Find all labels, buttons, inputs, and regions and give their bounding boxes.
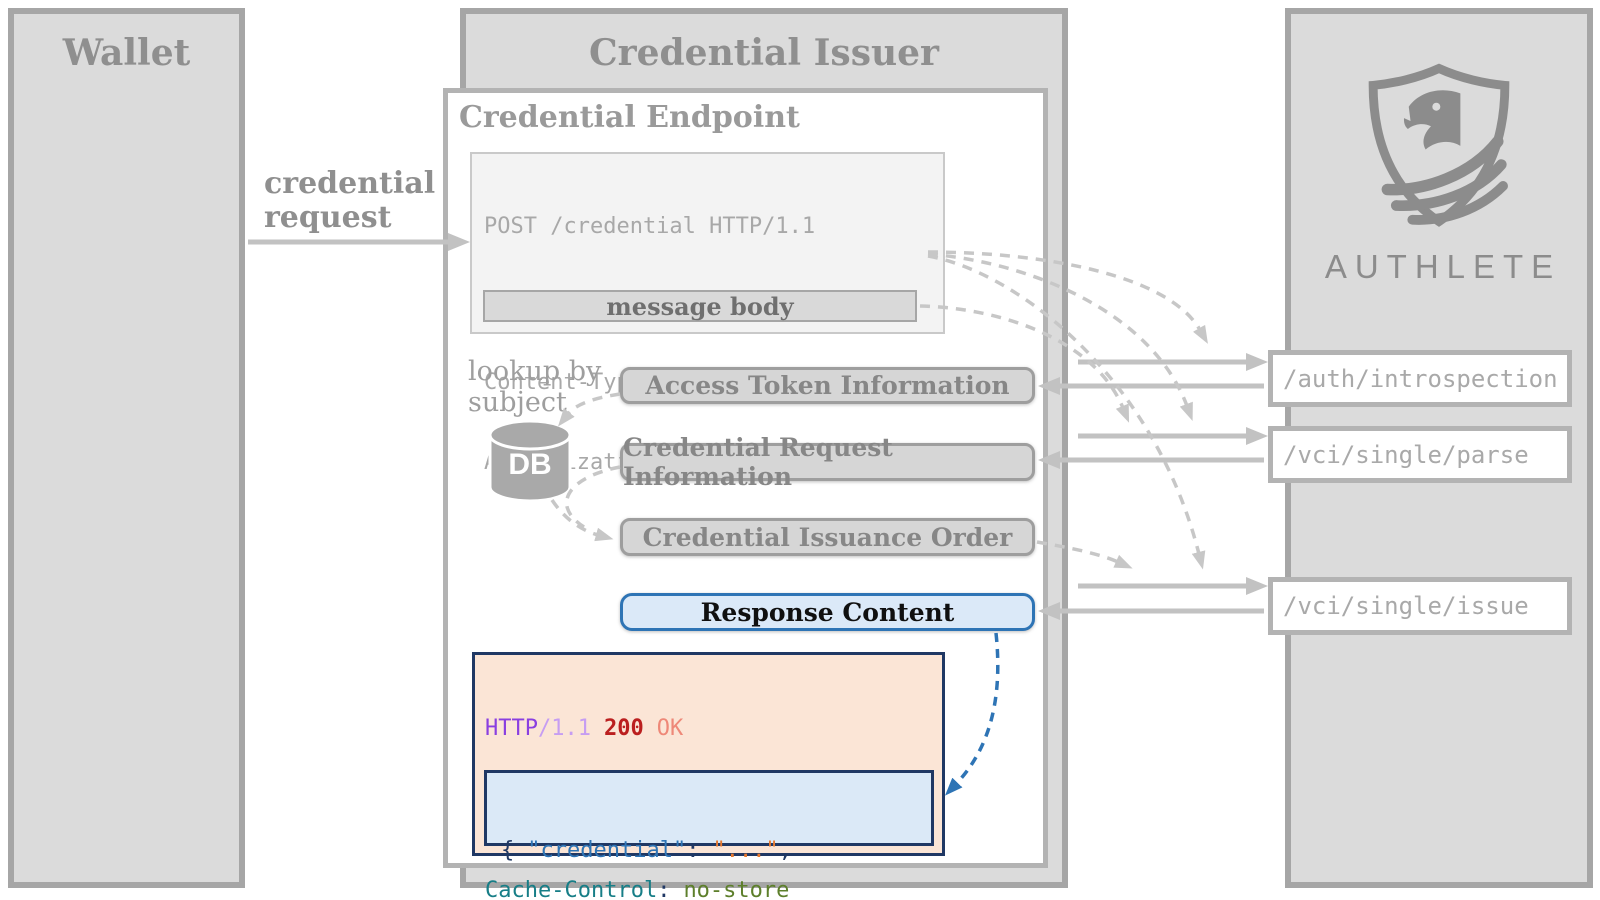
credential-issuer-title: Credential Issuer <box>588 32 940 74</box>
response-header-line: Cache-Control:no-store <box>485 878 790 900</box>
message-body-bar: message body <box>483 290 917 322</box>
authlete-brand: AUTHLETE <box>1324 248 1562 285</box>
pill-access-token-information: Access Token Information <box>620 367 1035 404</box>
response-json-box: {"credential":"...", ... } <box>484 770 934 863</box>
credential-endpoint-title: Credential Endpoint <box>459 100 800 135</box>
pill-credential-request-information: Credential Request Information <box>620 433 1035 491</box>
request-line: POST /credential HTTP/1.1 <box>484 214 816 239</box>
shield-eagle-logo-icon <box>1368 63 1510 227</box>
api-box-vci-single-issue: /vci/single/issue <box>1268 577 1572 635</box>
wallet-title: Wallet <box>62 32 191 74</box>
wallet-panel: Wallet <box>8 8 245 888</box>
json-line: {"credential":"...", <box>501 838 792 863</box>
pill-credential-issuance-order: Credential Issuance Order <box>620 518 1035 556</box>
api-box-vci-single-parse: /vci/single/parse <box>1268 426 1572 483</box>
credential-request-label: credential request <box>264 166 436 235</box>
api-box-auth-introspection: /auth/introspection <box>1268 350 1572 407</box>
lookup-by-subject-label: lookup by subject <box>468 356 602 418</box>
pill-response-content: Response Content <box>620 593 1035 631</box>
db-label: DB <box>508 448 552 481</box>
